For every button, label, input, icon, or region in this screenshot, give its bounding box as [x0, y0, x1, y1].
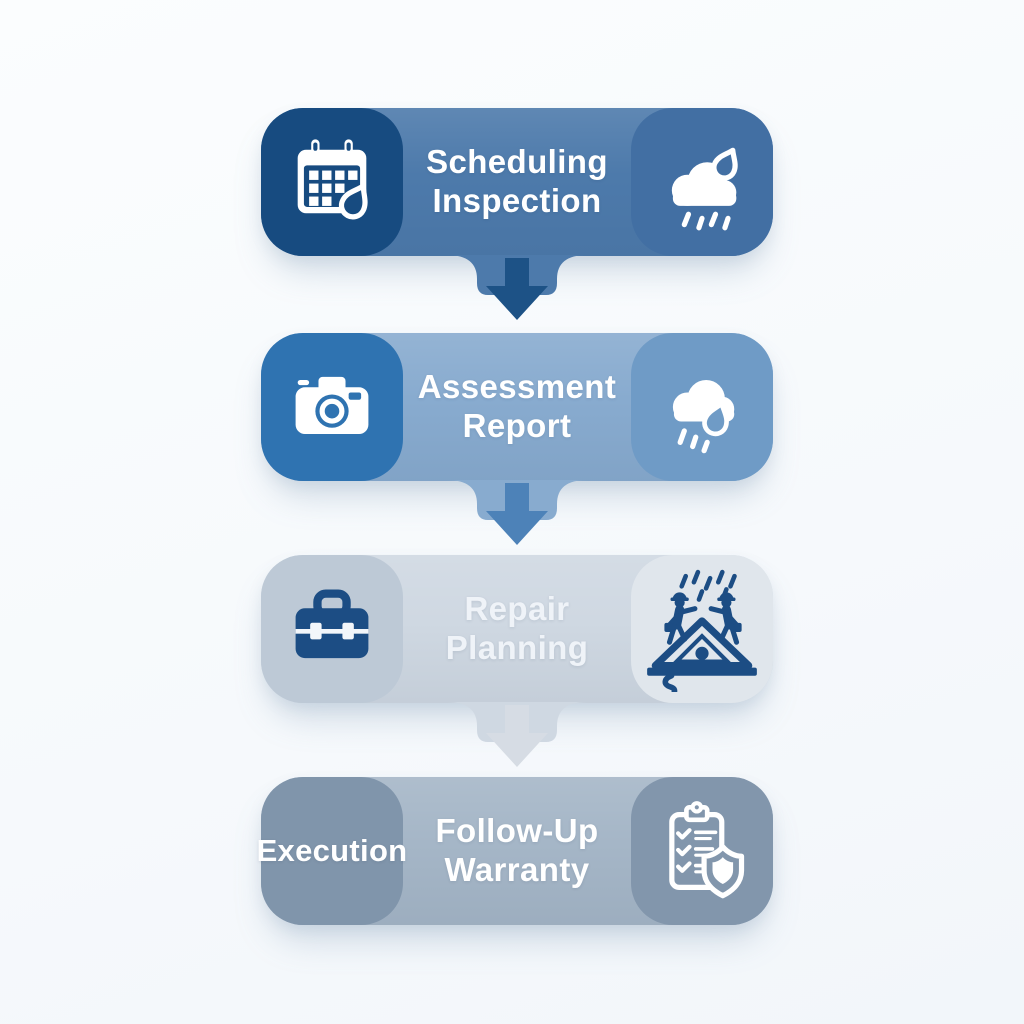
- step-title-line: Warranty: [444, 851, 590, 888]
- step-title: Scheduling Inspection: [403, 108, 631, 256]
- execution-block: Execution: [256, 777, 408, 925]
- rain-cloud-drop-icon: [672, 379, 735, 454]
- step-title-line: Report: [462, 407, 572, 444]
- roof-workers-icon-block: [631, 555, 773, 703]
- camera-icon-block: [261, 333, 403, 481]
- step-title-line: Repair: [464, 590, 570, 628]
- rain-cloud-icon-block: [631, 108, 773, 256]
- step-repair-planning: Repair Planning: [261, 555, 773, 703]
- arrow-down-icon: [447, 480, 587, 545]
- checklist-shield-icon: [669, 801, 745, 899]
- step-title-line: Inspection: [432, 182, 602, 219]
- checklist-shield-icon-block: [631, 777, 773, 925]
- toolbox-icon: [295, 589, 369, 659]
- arrow-down-icon: [447, 255, 587, 320]
- connector-arrow-down: [261, 255, 773, 331]
- step-title-line: Scheduling: [426, 143, 608, 181]
- connector-arrow-down: [261, 702, 773, 778]
- connector-arrow-down: [261, 480, 773, 556]
- execution-label: Execution: [256, 833, 408, 868]
- step-title-line: Follow-Up: [435, 812, 599, 850]
- toolbox-icon-block: [261, 555, 403, 703]
- step-title: Assessment Report: [403, 333, 631, 481]
- step-scheduling-inspection: Scheduling Inspection: [261, 108, 773, 256]
- rain-cloud-drop-icon: [671, 147, 738, 231]
- arrow-down-icon: [447, 702, 587, 767]
- rain-cloud-icon-block: [631, 333, 773, 481]
- camera-icon: [295, 376, 369, 435]
- step-title-line: Assessment: [417, 368, 617, 406]
- calendar-icon-block: [261, 108, 403, 256]
- step-title: Repair Planning: [403, 555, 631, 703]
- step-execution-follow-up: Execution Follow-Up Warranty: [256, 777, 773, 925]
- roof-workers-rain-icon: [647, 569, 757, 692]
- calendar-rain-drop-icon: [297, 139, 368, 220]
- step-title-line: Planning: [445, 629, 589, 666]
- step-title: Follow-Up Warranty: [403, 777, 631, 925]
- step-assessment-report: Assessment Report: [261, 333, 773, 481]
